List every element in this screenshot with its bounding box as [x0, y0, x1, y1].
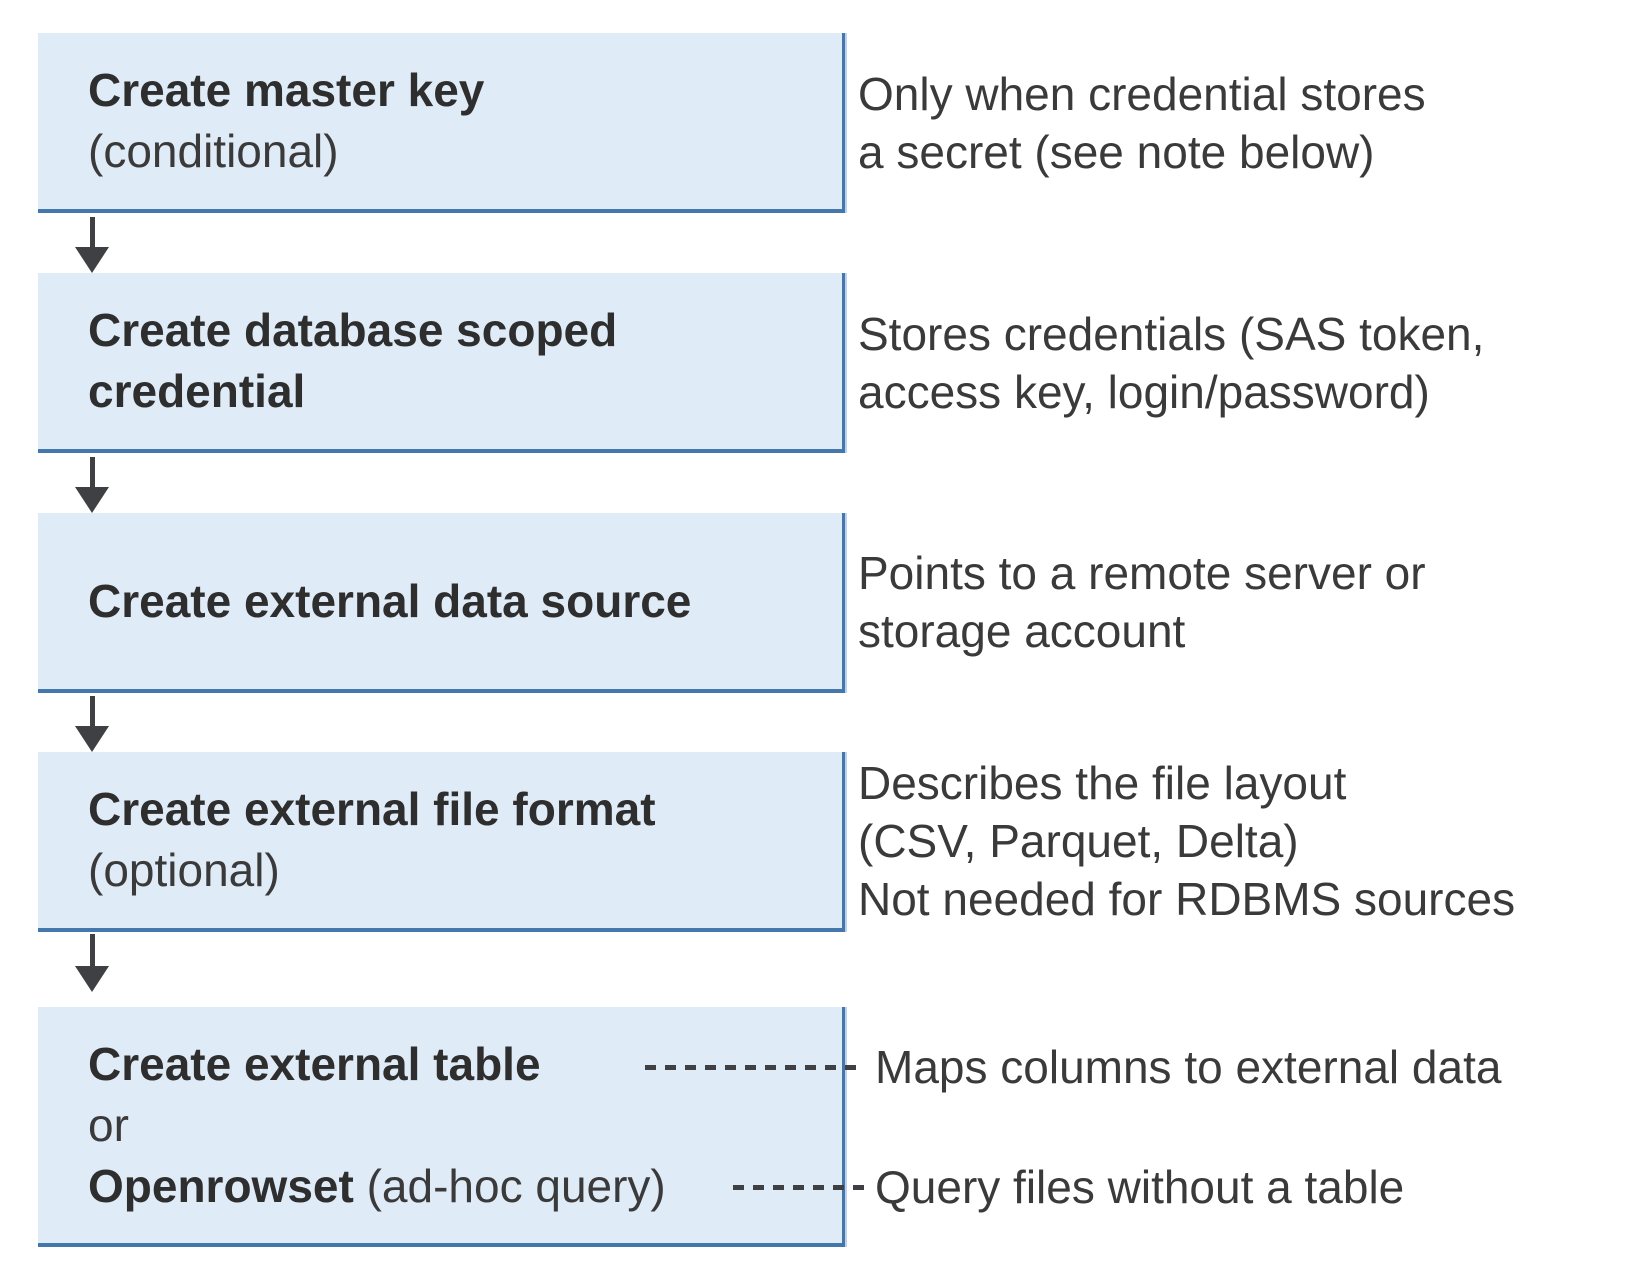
note-external-file-format: Describes the file layout (CSV, Parquet,… — [858, 754, 1515, 928]
note-line: (CSV, Parquet, Delta) — [858, 815, 1299, 867]
step-qualifier: (conditional) — [88, 125, 339, 177]
down-arrow-icon — [75, 696, 109, 752]
step-title-line: credential — [88, 365, 306, 417]
step-box-create-external-table-or-openrowset: Create external table or Openrowset (ad-… — [38, 1007, 845, 1247]
note-line: storage account — [858, 605, 1186, 657]
step-title-line: Create database scoped — [88, 304, 618, 356]
or-label: or — [88, 1098, 129, 1151]
openrowset-line: Openrowset (ad-hoc query) — [88, 1156, 822, 1217]
arrow-stem — [89, 934, 95, 966]
arrow-head — [75, 487, 109, 513]
step-title: Create master key — [88, 64, 485, 116]
note-line: Stores credentials (SAS token, — [858, 308, 1485, 360]
step-title: Create external data source — [88, 574, 692, 627]
note-line: access key, login/password) — [858, 366, 1430, 418]
dashed-connector-external-table — [645, 1065, 865, 1070]
down-arrow-icon — [75, 457, 109, 513]
arrow-stem — [89, 217, 95, 247]
note-line: Only when credential stores — [858, 68, 1426, 120]
note-openrowset: Query files without a table — [875, 1161, 1405, 1213]
step-title: Create external file format — [88, 783, 656, 835]
arrow-stem — [89, 457, 95, 487]
openrowset-qualifier: (ad-hoc query) — [353, 1159, 666, 1212]
step-box-create-master-key: Create master key (conditional) — [38, 33, 845, 213]
step-box-create-database-scoped-credential: Create database scoped credential — [38, 273, 845, 453]
dashed-connector-openrowset — [733, 1185, 865, 1190]
openrowset-label: Openrowset — [88, 1159, 354, 1212]
step-title: Create external table — [88, 1037, 541, 1090]
note-database-scoped-credential: Stores credentials (SAS token, access ke… — [858, 305, 1484, 421]
note-create-master-key: Only when credential stores a secret (se… — [858, 65, 1426, 181]
arrow-head — [75, 726, 109, 752]
note-line: Describes the file layout — [858, 757, 1347, 809]
note-external-table: Maps columns to external data — [875, 1041, 1502, 1093]
down-arrow-icon — [75, 217, 109, 273]
arrow-head — [75, 247, 109, 273]
step-box-create-external-file-format: Create external file format (optional) — [38, 752, 845, 932]
step-box-create-external-data-source: Create external data source — [38, 513, 845, 693]
arrow-stem — [89, 696, 95, 726]
note-line: a secret (see note below) — [858, 126, 1375, 178]
note-line: Not needed for RDBMS sources — [858, 873, 1516, 925]
note-line: Points to a remote server or — [858, 547, 1426, 599]
note-external-data-source: Points to a remote server or storage acc… — [858, 544, 1426, 660]
step-qualifier: (optional) — [88, 844, 280, 896]
arrow-head — [75, 966, 109, 992]
down-arrow-icon — [75, 934, 109, 992]
